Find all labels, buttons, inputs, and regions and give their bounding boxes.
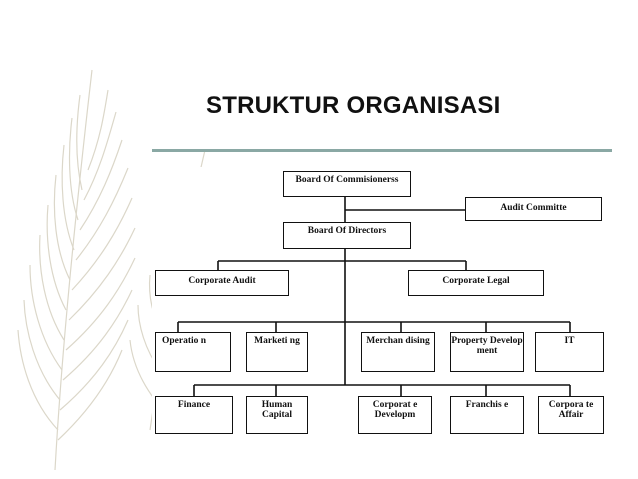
page-title: STRUKTUR ORGANISASI [206,92,501,119]
node-property-development: Property Develop ment [450,332,524,372]
node-board-of-commissioners: Board Of Commisionerss [283,171,411,197]
title-divider [152,149,612,152]
node-board-of-directors: Board Of Directors [283,222,411,249]
node-corporate-development: Corporat e Developm [358,396,432,434]
node-corporate-audit: Corporate Audit [155,270,289,296]
org-chart: Board Of Commisionerss Audit Committe Bo… [152,167,612,437]
node-human-capital: Human Capital [246,396,308,434]
node-finance: Finance [155,396,233,434]
node-franchise: Franchis e [450,396,524,434]
node-it: IT [535,332,604,372]
node-merchandising: Merchan dising [361,332,435,372]
node-corporate-legal: Corporate Legal [408,270,544,296]
connector-lines [177,196,571,396]
node-marketing: Marketi ng [246,332,308,372]
node-corporate-affair: Corpora te Affair [538,396,604,434]
node-audit-committee: Audit Committe [465,197,602,221]
node-operation: Operatio n [155,332,231,372]
